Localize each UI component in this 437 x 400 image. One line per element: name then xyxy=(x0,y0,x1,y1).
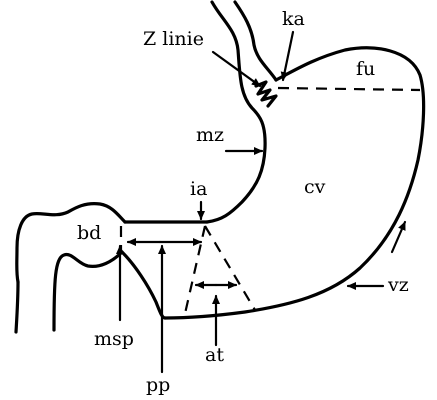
angulus-right-dashed xyxy=(204,225,256,311)
label-fu: fu xyxy=(356,58,376,80)
duodenal-bulb-bottom xyxy=(52,250,124,332)
label-at: at xyxy=(205,344,224,366)
arrow-ka xyxy=(280,30,295,82)
z-line-zigzag xyxy=(254,80,278,108)
label-ia: ia xyxy=(190,178,208,200)
esophagus-left-wall xyxy=(205,0,267,224)
label-z-linie: Z linie xyxy=(143,28,204,50)
arrow-vz xyxy=(390,220,407,254)
label-vz: vz xyxy=(388,274,409,296)
duodenum-left-wall xyxy=(14,280,20,334)
label-ka: ka xyxy=(282,8,305,30)
label-bd: bd xyxy=(77,222,102,244)
antrum-bottom xyxy=(120,250,167,320)
greater-curvature xyxy=(163,46,426,320)
esophagus-right-wall xyxy=(233,0,278,82)
label-mz: mz xyxy=(196,124,225,146)
angulus-left-dashed xyxy=(182,225,207,319)
duodenal-bulb-top xyxy=(15,202,127,284)
fundus-boundary-dashed xyxy=(277,86,421,92)
arrow-z-linie xyxy=(211,50,262,88)
label-pp: pp xyxy=(146,374,171,396)
label-msp: msp xyxy=(94,328,134,350)
label-cv: cv xyxy=(304,176,326,198)
